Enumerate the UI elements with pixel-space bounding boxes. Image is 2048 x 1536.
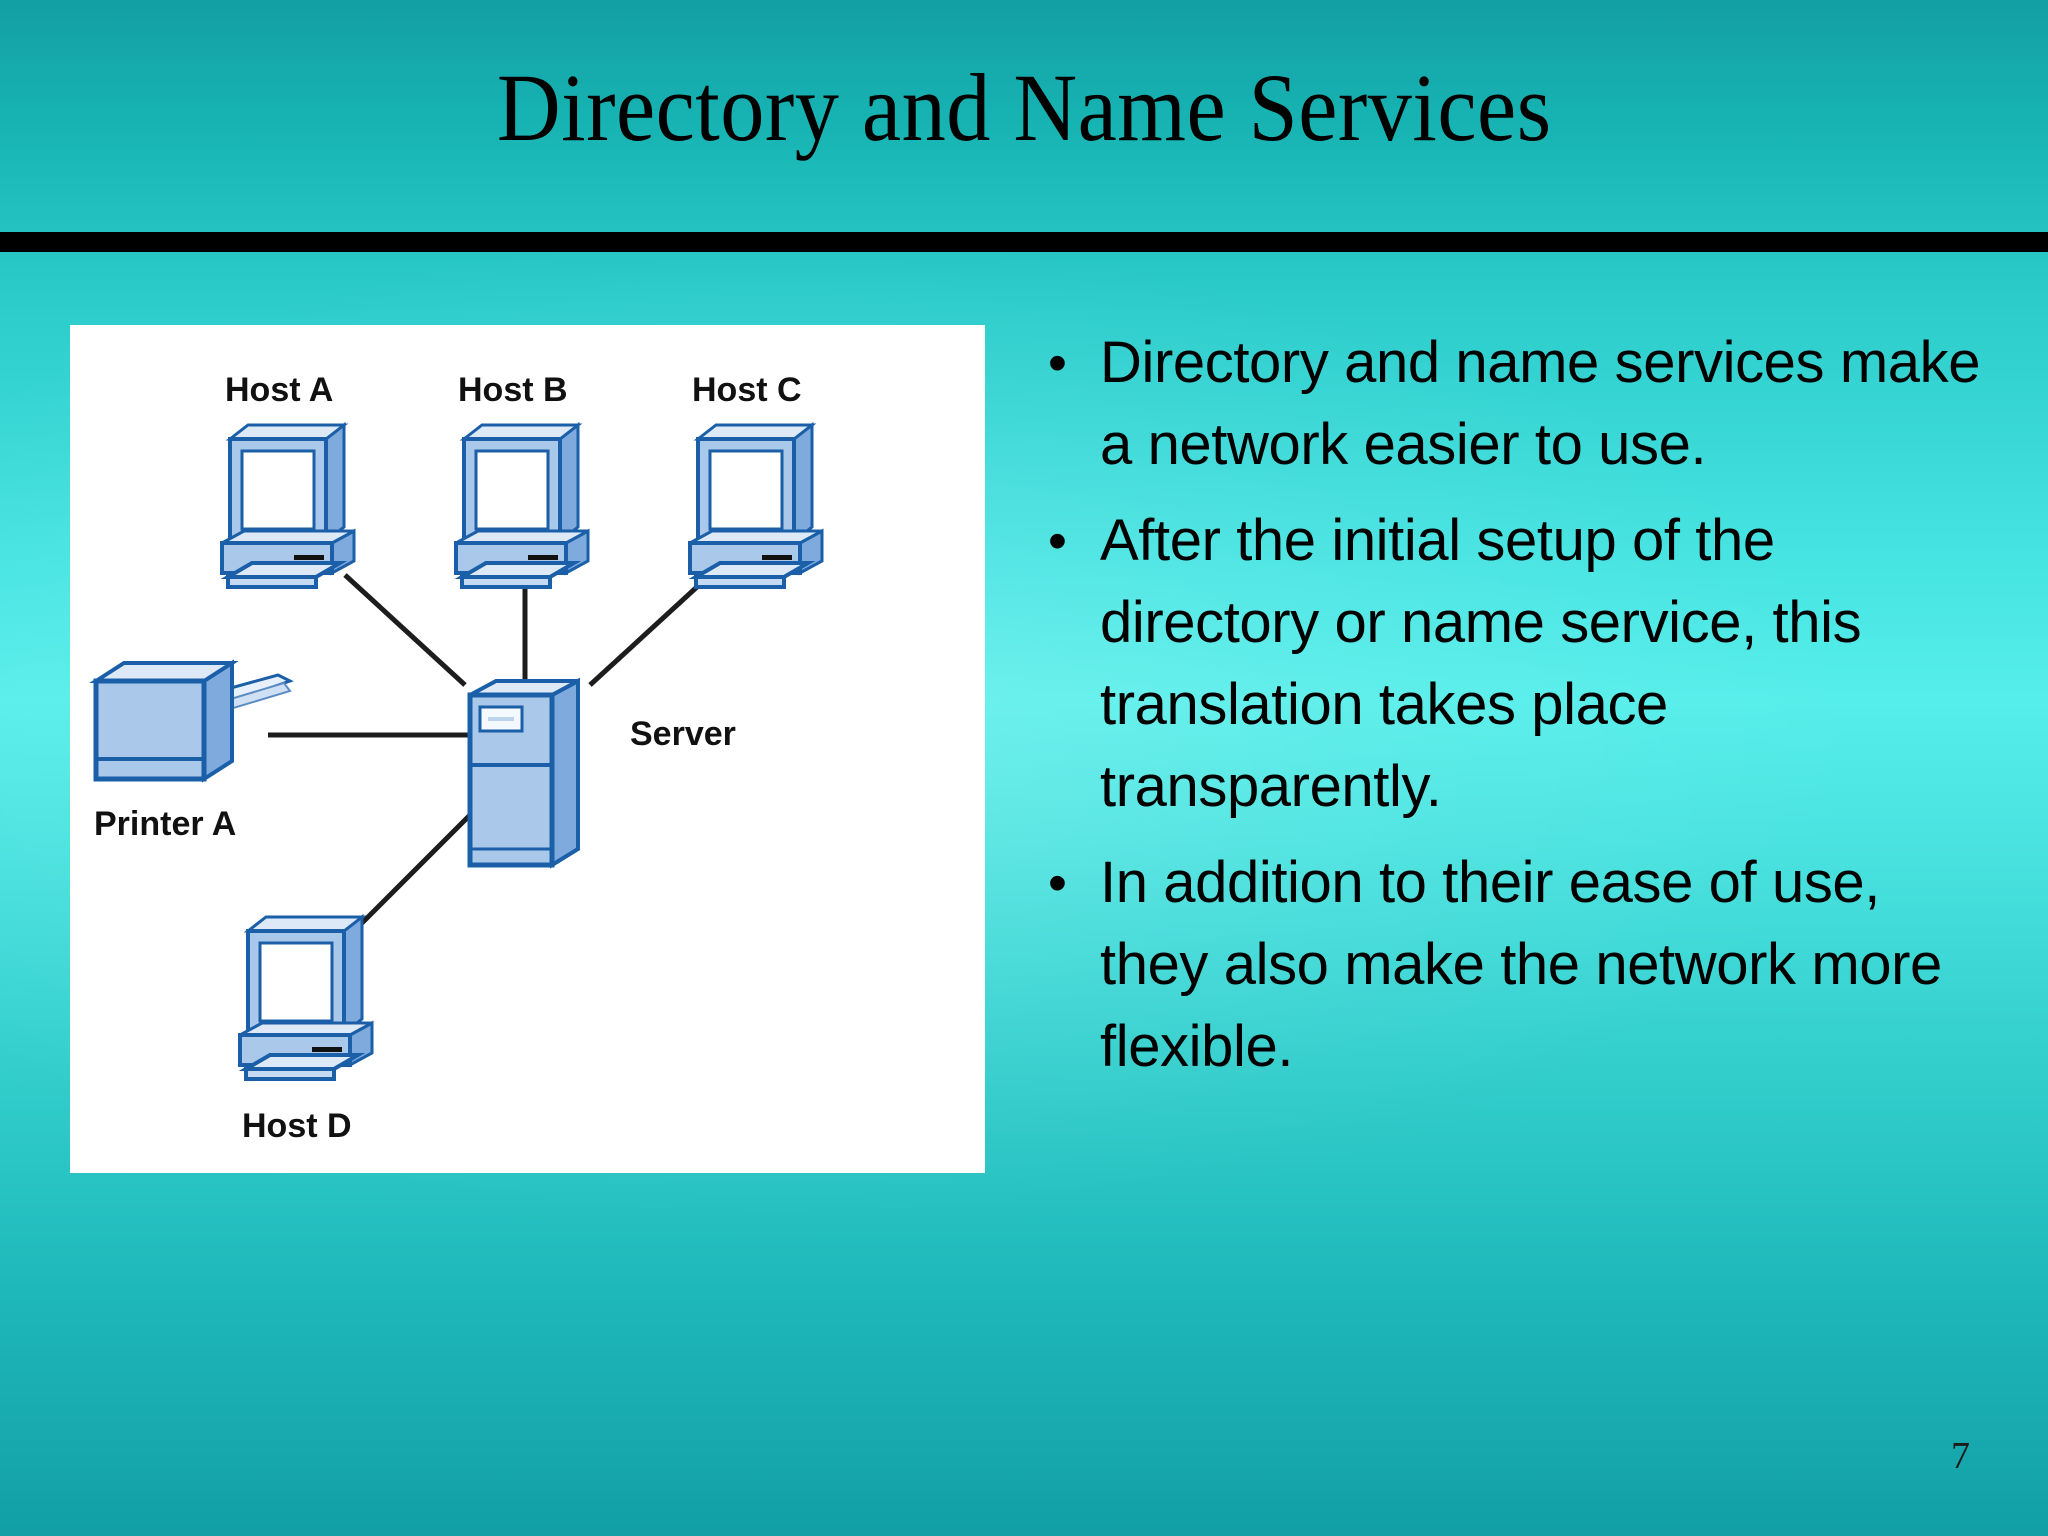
slide-title-area: Directory and Name Services bbox=[0, 38, 2048, 178]
node-host-d[interactable]: Host D bbox=[238, 915, 374, 1145]
network-diagram-panel: Host A Host B Host C Server Printer bbox=[70, 325, 985, 1173]
network-diagram: Host A Host B Host C Server Printer bbox=[70, 371, 824, 1145]
link-host-a-server bbox=[343, 573, 467, 687]
bullet-marker-icon: • bbox=[1048, 853, 1067, 913]
link-host-c-server bbox=[588, 573, 712, 687]
list-item: • In addition to their ease of use, they… bbox=[1030, 842, 1990, 1088]
node-host-b[interactable]: Host B bbox=[454, 371, 590, 589]
list-item: • Directory and name services make a net… bbox=[1030, 322, 1990, 486]
host-a-label: Host A bbox=[225, 371, 333, 409]
bullet-marker-icon: • bbox=[1048, 333, 1067, 393]
title-divider-rule bbox=[0, 232, 2048, 252]
host-d-label: Host D bbox=[242, 1107, 352, 1145]
bullet-text: In addition to their ease of use, they a… bbox=[1100, 850, 1942, 1079]
node-printer-a[interactable]: Printer A bbox=[94, 663, 290, 843]
page-number: 7 bbox=[1951, 1435, 1970, 1477]
bullet-list: • Directory and name services make a net… bbox=[1030, 322, 1990, 1102]
bullet-text: Directory and name services make a netwo… bbox=[1100, 330, 1981, 477]
page-title: Directory and Name Services bbox=[496, 53, 1552, 161]
bullet-marker-icon: • bbox=[1048, 511, 1067, 571]
bullet-text: After the initial setup of the directory… bbox=[1100, 508, 1862, 819]
host-c-label: Host C bbox=[692, 371, 802, 409]
server-label: Server bbox=[630, 715, 736, 753]
node-host-c[interactable]: Host C bbox=[688, 371, 824, 589]
node-host-a[interactable]: Host A bbox=[220, 371, 356, 589]
list-item: • After the initial setup of the directo… bbox=[1030, 500, 1990, 828]
node-server[interactable]: Server bbox=[470, 681, 736, 865]
diagram-links bbox=[268, 573, 712, 937]
host-b-label: Host B bbox=[458, 371, 568, 409]
link-host-d-server bbox=[348, 793, 492, 937]
printer-a-label: Printer A bbox=[94, 805, 236, 843]
